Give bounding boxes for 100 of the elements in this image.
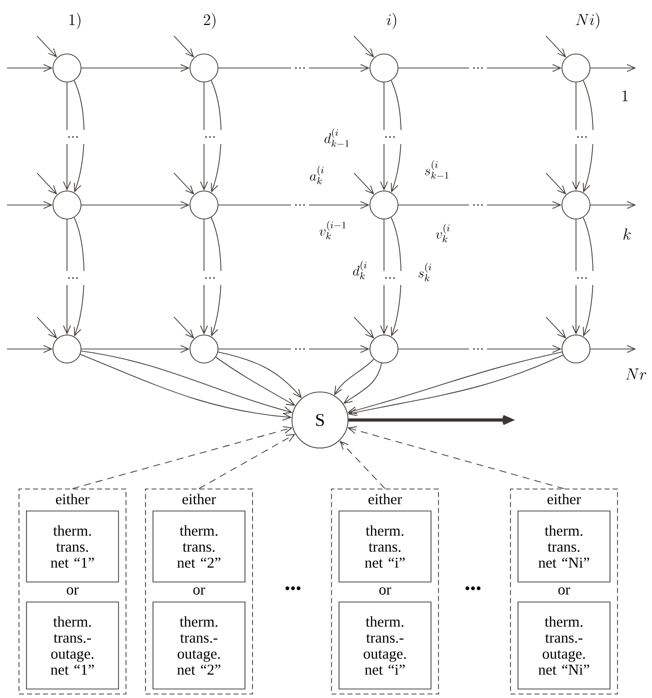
text-box: therm. trans. net “2”	[152, 510, 246, 582]
arrow	[210, 217, 222, 337]
arrow	[74, 217, 84, 337]
text-box: therm. trans.- outage. net “Ni”	[518, 602, 610, 690]
arrow	[218, 64, 370, 72]
ellipsis: …	[469, 64, 487, 72]
dashed-arrow	[198, 434, 296, 489]
text-box: therm. trans.- outage. net “2”	[152, 602, 246, 690]
arrow	[380, 219, 388, 335]
edge-label: $v_k^{(i}$	[434, 222, 452, 244]
text-box: therm. trans. net “1”	[26, 510, 119, 582]
arrow	[354, 172, 374, 194]
edge-label: $v_k^{(i-1}$	[318, 220, 348, 240]
ellipsis: …	[570, 130, 594, 144]
ellipsis: …	[378, 271, 402, 285]
ellipsis: …	[469, 201, 487, 209]
arrow	[174, 316, 194, 338]
arrow	[398, 345, 562, 353]
column-label: $2)$	[204, 13, 216, 29]
ellipsis: …	[291, 345, 309, 353]
circle-node	[52, 54, 82, 82]
arrow	[218, 352, 302, 398]
text-box: therm. trans. net “i”	[338, 510, 432, 582]
edge-label: $d_{k-1}^{(i}$	[322, 127, 351, 149]
arrow	[398, 64, 562, 72]
arrow	[590, 64, 636, 72]
arrow	[546, 316, 566, 338]
arrow	[63, 82, 71, 191]
arrow	[215, 356, 296, 406]
ellipsis: …	[291, 64, 309, 72]
arrow	[354, 316, 374, 338]
arrow	[6, 345, 53, 353]
text-box: therm. trans.- outage. net “1”	[26, 602, 119, 690]
ellipsis: …	[291, 201, 309, 209]
arrow	[380, 82, 388, 191]
ellipsis: …	[378, 130, 402, 144]
arrow	[36, 172, 58, 194]
edge-label: $a_k^{(i}$	[308, 164, 326, 186]
arrow	[348, 415, 515, 425]
row-label: $1$	[622, 90, 628, 102]
arrow	[6, 64, 53, 72]
arrow	[582, 217, 594, 337]
edge-label: $s_{k-1}^{(i}$	[423, 159, 451, 181]
ellipsis: •••	[286, 586, 300, 590]
ellipsis: …	[61, 271, 85, 285]
arrow	[210, 80, 222, 193]
edge-label: $d_k^{(i}$	[352, 260, 368, 280]
arrow	[74, 80, 84, 193]
edge-label: $s_k^{(i}$	[416, 262, 434, 282]
circle-node	[190, 54, 218, 82]
dashed-arrow	[72, 426, 293, 489]
row-label: $k$	[624, 228, 631, 240]
ellipsis: …	[469, 345, 487, 353]
arrow	[572, 219, 580, 335]
circle-node	[562, 190, 590, 220]
arrow	[81, 64, 190, 72]
ellipsis: …	[198, 271, 222, 285]
arrow	[582, 80, 594, 193]
circle-node	[190, 334, 218, 364]
arrow	[590, 201, 636, 209]
arrow	[63, 219, 71, 335]
arrow	[546, 172, 566, 194]
column-label: $i)$	[386, 13, 396, 29]
arrow	[398, 201, 562, 209]
arrow	[590, 345, 636, 353]
circle-node	[190, 190, 218, 220]
arrow	[36, 316, 58, 338]
arrow	[81, 201, 190, 209]
circle-node	[370, 334, 398, 364]
arrow	[200, 219, 208, 335]
column-label: $1)$	[70, 13, 80, 29]
arrow	[218, 345, 370, 353]
arrow	[174, 36, 194, 58]
arrow	[390, 217, 402, 337]
circle-node	[562, 334, 590, 364]
ellipsis: …	[198, 130, 222, 144]
arrow	[343, 362, 382, 404]
arrow	[81, 345, 190, 353]
circle-node	[52, 334, 82, 364]
circle-node	[562, 54, 590, 82]
text-box: therm. trans.- outage. net “i”	[338, 602, 432, 690]
dashed-arrow	[347, 426, 564, 489]
dashed-arrow	[340, 440, 386, 489]
arrow	[354, 36, 374, 58]
arrow	[6, 201, 53, 209]
arrow	[390, 80, 402, 193]
arrow	[218, 201, 370, 209]
ellipsis: …	[61, 130, 85, 144]
circle-node	[370, 54, 398, 82]
column-label: $Ni)$	[576, 13, 600, 29]
arrow	[334, 358, 374, 396]
circle-node	[52, 190, 82, 220]
arrow	[572, 82, 580, 191]
arrow	[36, 36, 58, 58]
circle-node	[370, 190, 398, 220]
arrow	[174, 172, 194, 194]
arrow	[546, 36, 566, 58]
ellipsis: •••	[466, 586, 480, 590]
arrow	[200, 82, 208, 191]
row-label: $Nr$	[626, 368, 646, 380]
